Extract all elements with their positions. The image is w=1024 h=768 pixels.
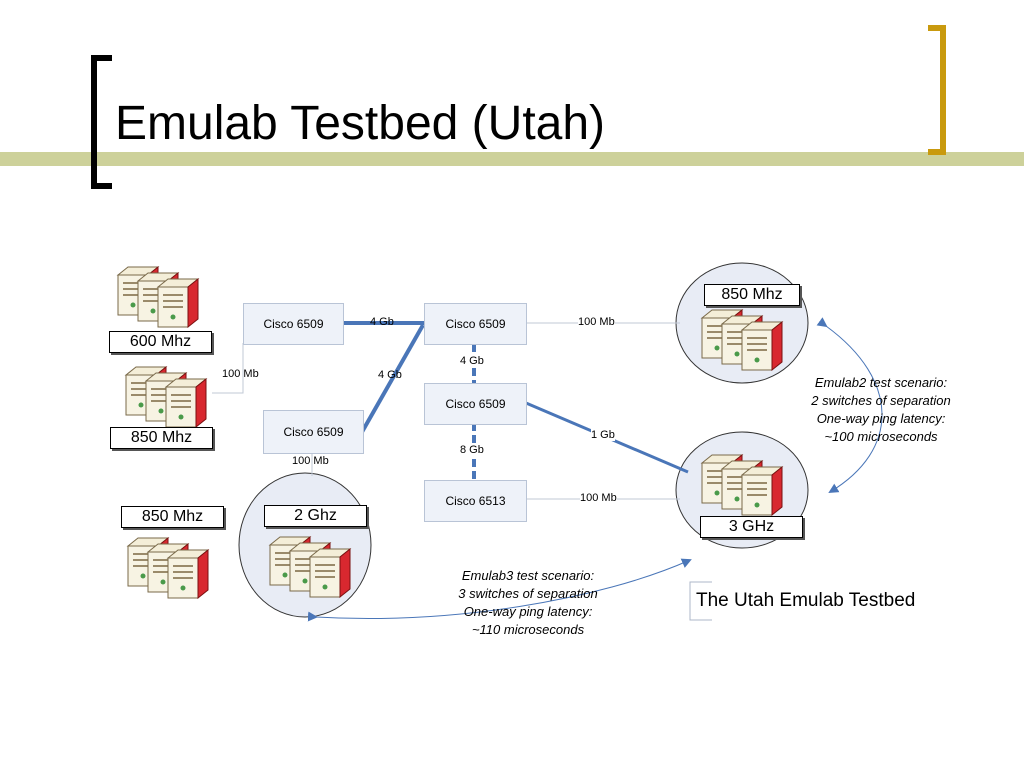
link-label-s4-3ghz: 1 Gb bbox=[591, 429, 615, 441]
server-rack-600 bbox=[118, 267, 198, 327]
link-label-s4-s5: 8 Gb bbox=[460, 444, 484, 456]
link-line-left-100mb bbox=[212, 343, 244, 394]
right-bracket bbox=[928, 25, 946, 155]
emulab3-note-line-3: One-way ping latency: bbox=[463, 604, 593, 619]
emulab2-note: Emulab2 test scenario: 2 switches of sep… bbox=[788, 374, 974, 446]
link-label-s2-right: 100 Mb bbox=[578, 316, 615, 328]
cluster-label-2ghz: 2 Ghz bbox=[264, 505, 367, 527]
switch-cisco-6513: Cisco 6513 bbox=[424, 480, 527, 522]
cluster-label-850-left: 850 Mhz bbox=[110, 427, 213, 449]
emulab3-note-line-2: 3 switches of separation bbox=[458, 586, 598, 601]
link-label-left-100mb: 100 Mb bbox=[222, 368, 259, 380]
link-label-s5-right: 100 Mb bbox=[580, 492, 617, 504]
switch-cisco-6509-top-left: Cisco 6509 bbox=[243, 303, 344, 345]
link-label-s3-s2: 4 Gb bbox=[378, 369, 402, 381]
switch-cisco-6509-left: Cisco 6509 bbox=[263, 410, 364, 454]
emulab3-note-line-4: ~110 microseconds bbox=[471, 622, 585, 637]
switch-cisco-6509-center: Cisco 6509 bbox=[424, 383, 527, 425]
emulab3-note-line-1: Emulab3 test scenario: bbox=[461, 568, 595, 583]
emulab3-arrow bbox=[307, 558, 692, 622]
cluster-label-3ghz: 3 GHz bbox=[700, 516, 803, 538]
page-title: Emulab Testbed (Utah) bbox=[115, 97, 606, 150]
emulab2-arrow bbox=[816, 317, 883, 494]
caption-bracket bbox=[689, 581, 712, 621]
emulab3-note: Emulab3 test scenario: 3 switches of sep… bbox=[432, 567, 624, 639]
link-label-s1-s2: 4 Gb bbox=[370, 316, 394, 328]
cluster-label-850-right: 850 Mhz bbox=[704, 284, 800, 306]
link-label-s3-bottom: 100 Mb bbox=[292, 455, 329, 467]
server-rack-850-left bbox=[126, 367, 206, 427]
emulab2-note-line-4: ~100 microseconds bbox=[824, 429, 938, 444]
figure-caption: The Utah Emulab Testbed bbox=[696, 590, 916, 611]
cluster-label-600: 600 Mhz bbox=[109, 331, 212, 353]
title-underline-bar bbox=[0, 152, 1024, 166]
cluster-label-850-bottom-left: 850 Mhz bbox=[121, 506, 224, 528]
emulab2-note-line-2: 2 switches of separation bbox=[811, 393, 951, 408]
emulab2-note-line-1: Emulab2 test scenario: bbox=[814, 375, 948, 390]
left-bracket bbox=[91, 55, 112, 189]
link-label-s2-s4: 4 Gb bbox=[460, 355, 484, 367]
trunk-s3-s2 bbox=[360, 324, 425, 433]
switch-cisco-6509-top-center: Cisco 6509 bbox=[424, 303, 527, 345]
server-rack-850-bottom-left bbox=[128, 538, 208, 598]
emulab2-note-line-3: One-way ping latency: bbox=[816, 411, 946, 426]
